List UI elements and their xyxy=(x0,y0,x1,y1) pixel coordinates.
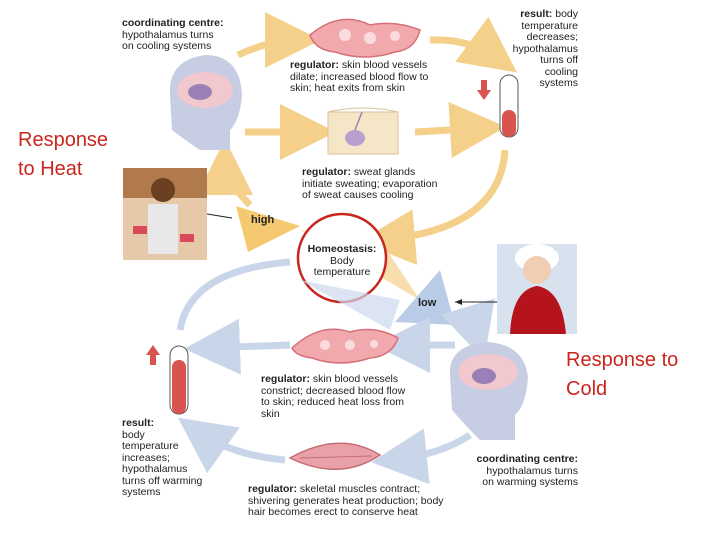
brain-head-bottom xyxy=(449,342,528,440)
cold-vessel-regulator-text: regulator: skin blood vessels constrict;… xyxy=(261,373,406,420)
high-wedge xyxy=(236,206,300,252)
cold-arrow-vessels-to-result xyxy=(184,318,291,375)
heat-arrow-coord-to-vessels xyxy=(236,12,321,69)
cold-muscle-regulator-text: regulator: skeletal muscles contract; sh… xyxy=(248,483,444,518)
vessel-constricted xyxy=(291,328,399,364)
heat-arrow-sweat-to-result xyxy=(414,102,506,158)
heat-sweat-regulator-text: regulator: sweat glands initiate sweatin… xyxy=(302,166,438,201)
photo-cold-child xyxy=(497,244,577,334)
sweat-gland-skin xyxy=(327,107,399,155)
cold-arrow-center-left xyxy=(176,258,291,331)
vessel-dilated xyxy=(309,18,421,58)
muscle xyxy=(288,442,382,470)
thermometer-bottom xyxy=(169,345,189,415)
cold-arrow-muscle-to-result xyxy=(177,417,286,474)
arrow-down-red-icon xyxy=(477,80,491,100)
pointer-high xyxy=(206,213,233,219)
cold-arrow-coord-to-muscle xyxy=(371,428,472,485)
brain-head-top xyxy=(169,55,242,150)
arrow-up-red-icon xyxy=(146,345,160,365)
heat-arrow-high-to-coord xyxy=(197,139,254,208)
cold-arrow-low-to-coord xyxy=(441,298,495,361)
cold-result-text: result:body temperature increases; hypot… xyxy=(122,417,203,498)
heat-vessel-regulator-text: regulator: skin blood vessels dilate; in… xyxy=(290,59,429,94)
homeostasis-text: Homeostasis:Body temperature xyxy=(307,243,377,278)
cold-coord-centre-text: coordinating centre:hypothalamus turns o… xyxy=(476,453,578,488)
response-to-heat-label: Response to Heat xyxy=(18,129,109,180)
response-to-cold-label: Response to Cold xyxy=(566,349,679,400)
photo-athlete xyxy=(123,168,207,260)
thermometer-top xyxy=(499,74,519,138)
heat-arrow-result-down xyxy=(359,149,509,265)
heat-arrow-vessels-to-result xyxy=(429,16,517,73)
high-label: high xyxy=(251,214,275,226)
low-wedge xyxy=(395,270,455,325)
heat-coord-centre-text: coordinating centre:hypothalamus turns o… xyxy=(122,17,224,52)
heat-result-text: result: body temperature decreases; hypo… xyxy=(512,8,578,89)
low-label: low xyxy=(418,297,437,309)
